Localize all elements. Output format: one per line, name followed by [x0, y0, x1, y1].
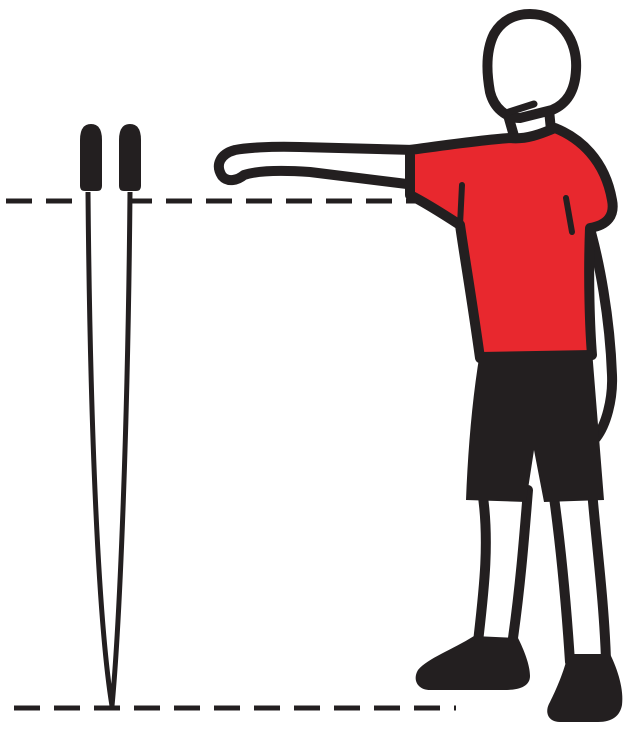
- rope-cord: [88, 192, 130, 706]
- right-leg: [553, 490, 606, 662]
- shirt: [410, 128, 613, 360]
- jump-rope-icon: [80, 124, 141, 706]
- rope-handle-left: [80, 124, 102, 191]
- left-shoe: [416, 636, 530, 690]
- person-icon: [219, 14, 623, 722]
- shorts: [466, 350, 604, 502]
- shirt-armpit-fold: [460, 185, 462, 225]
- extended-arm: [219, 147, 415, 185]
- rope-handle-right: [119, 124, 141, 191]
- right-shoe: [547, 654, 622, 722]
- left-leg: [478, 490, 528, 645]
